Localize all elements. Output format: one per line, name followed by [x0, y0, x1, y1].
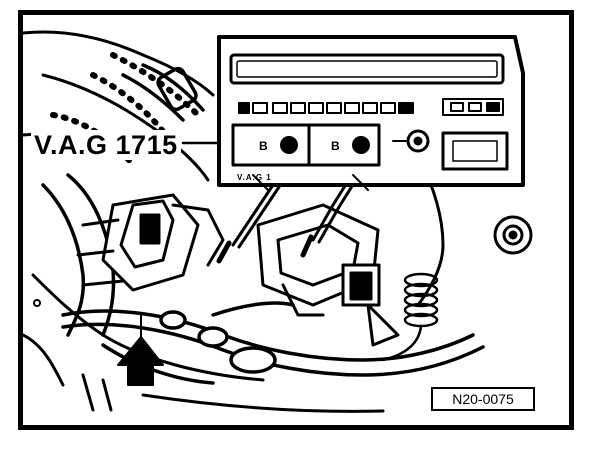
coiled-cable — [381, 272, 439, 362]
meter-display — [229, 53, 505, 85]
socket-panel-right — [307, 123, 381, 167]
fender-outline — [23, 30, 385, 413]
wiring-harness — [61, 301, 485, 412]
connector-cluster — [76, 193, 225, 292]
multimeter — [217, 35, 525, 191]
direction-arrow — [117, 314, 164, 386]
diagram-frame: V.A.G 1715 B B V.A.G 1 N20-0075 — [18, 10, 574, 430]
jack-probe — [406, 129, 430, 153]
tool-callout-label: V.A.G 1715 — [31, 130, 181, 160]
screw-hole — [33, 299, 41, 307]
socket-label-right: B — [331, 139, 340, 153]
engine-bay-illustration — [23, 30, 533, 413]
figure-id-box: N20-0075 — [431, 387, 535, 411]
socket-label-left: B — [259, 139, 268, 153]
component-under-test — [256, 203, 400, 347]
meter-brand-label: V.A.G 1 — [237, 173, 272, 182]
reservoir-cap — [493, 215, 533, 255]
jack-left — [280, 136, 298, 154]
jack-right — [352, 136, 370, 154]
